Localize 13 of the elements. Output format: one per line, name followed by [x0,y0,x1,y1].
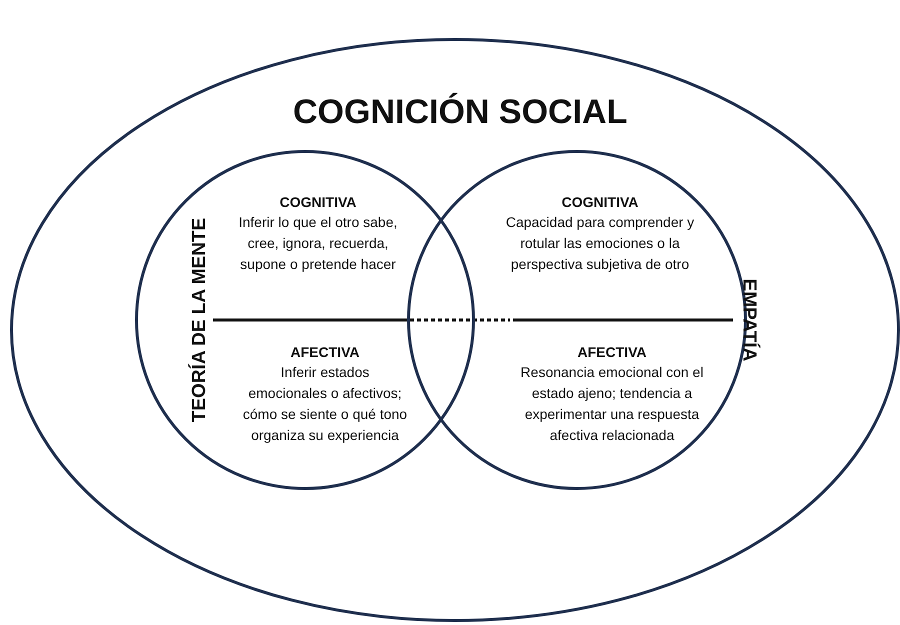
section-heading: AFECTIVA [290,343,360,362]
description-text: Inferir estados emocionales o afectivos; cómo se siente o qué tono organiza su experiencia [242,363,408,445]
circle-outline [135,150,475,490]
ellipse-label: COGNICIÓN SOCIAL [293,92,628,132]
ellipse-outline [10,38,900,622]
description-text: Capacidad para comprender y rotular las emociones o la perspectiva subjetiva de otro [504,213,696,274]
section-heading: COGNITIVA [560,193,640,212]
section-heading: AFECTIVA [576,343,648,362]
vertical-heading: TEORÍA DE LA MENTE [189,218,212,422]
vertical-heading: EMPATÍA [736,278,759,362]
description-text: Inferir lo que el otro sabe, cree, ignora, recuerda, supone o pretende hacer [238,213,398,274]
section-heading: COGNITIVA [278,193,358,212]
description-text: Resonancia emocional con el estado ajeno; tendencia a experimentar una respuesta afectiva relacionada [520,363,704,445]
